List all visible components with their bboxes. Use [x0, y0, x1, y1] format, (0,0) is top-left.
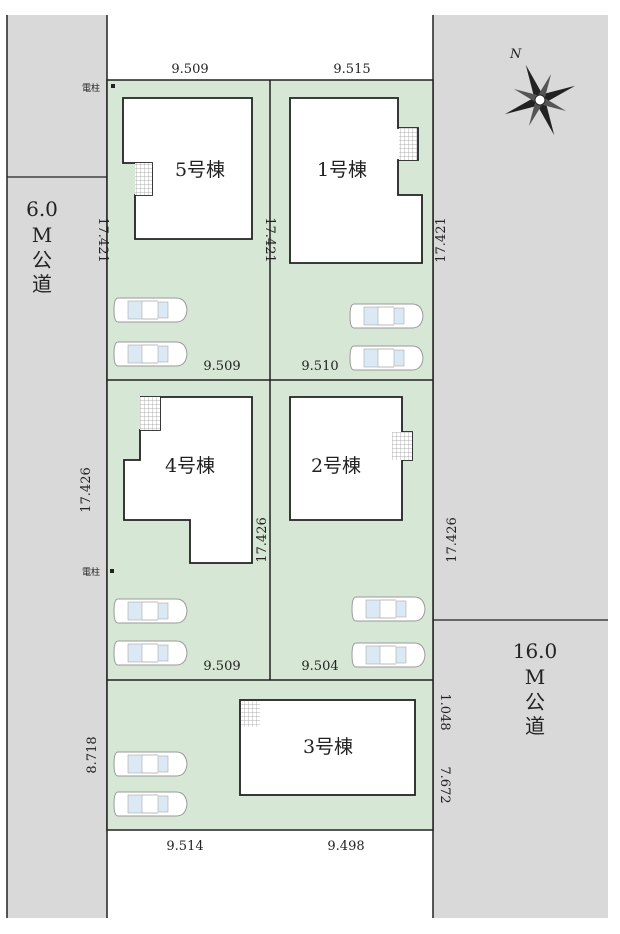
west-road-label: 6.0 M 公道 [12, 196, 72, 296]
west-road-unit: M [31, 223, 53, 247]
dim-lot1-bottom: 9.510 [301, 359, 338, 374]
dim-lot5-left: 17.421 [95, 217, 110, 263]
parking-car-icon [113, 751, 188, 777]
dim-lot5-1-shared: 17.421 [262, 217, 277, 263]
stair-icon [140, 397, 160, 430]
parking-car-icon [113, 640, 188, 666]
north-arrow-icon [504, 64, 576, 136]
building-3[interactable] [239, 699, 416, 796]
building-3-label: 3号棟 [303, 736, 353, 758]
utility-pole-label: 電柱 [82, 82, 100, 94]
parking-car-icon [113, 341, 188, 367]
dim-bottom-left: 9.514 [166, 839, 203, 854]
parking-car-icon [351, 642, 426, 668]
dim-lot1-right: 17.421 [434, 217, 449, 263]
stair-icon [241, 701, 260, 727]
utility-pole-label: 電柱 [82, 566, 100, 578]
dim-lot3-right-lower: 7.672 [437, 766, 452, 803]
east-road-label: 16.0 M 公道 [505, 638, 565, 738]
dim-top-right: 9.515 [333, 62, 370, 77]
east-road [433, 15, 608, 918]
stair-icon [399, 128, 417, 160]
building-1[interactable] [289, 97, 423, 264]
dim-lot4-2-shared: 17.426 [255, 517, 270, 563]
utility-pole-icon [111, 84, 115, 88]
stair-icon [135, 163, 152, 195]
dim-lot4-left: 17.426 [79, 467, 94, 513]
east-road-unit: M [524, 665, 546, 689]
dim-lot3-right-upper: 1.048 [437, 693, 452, 730]
compass-north-label: N [509, 47, 522, 62]
parking-car-icon [113, 297, 188, 323]
dim-top-left: 9.509 [171, 62, 208, 77]
building-5-label: 5号棟 [175, 159, 225, 181]
east-road-width: 16.0 [512, 639, 558, 663]
dim-bottom-right: 9.498 [327, 839, 364, 854]
west-road-width: 6.0 [26, 197, 58, 221]
dim-lot4-bottom: 9.509 [203, 659, 240, 674]
utility-pole-icon [110, 569, 114, 573]
parking-car-icon [113, 598, 188, 624]
east-road-name: 公道 [525, 690, 545, 738]
dim-lot3-left: 8.718 [85, 736, 100, 773]
parking-car-icon [349, 303, 424, 329]
stair-icon [392, 432, 412, 460]
building-1-label: 1号棟 [317, 159, 367, 181]
parking-car-icon [351, 596, 426, 622]
building-2-label: 2号棟 [311, 455, 361, 477]
west-road [7, 15, 107, 918]
parking-car-icon [113, 791, 188, 817]
dim-lot2-bottom: 9.504 [301, 659, 338, 674]
west-road-name: 公道 [32, 248, 52, 296]
dim-lot5-bottom: 9.509 [203, 359, 240, 374]
parking-car-icon [349, 345, 424, 371]
dim-lot2-right: 17.426 [445, 517, 460, 563]
building-4-label: 4号棟 [165, 455, 215, 477]
